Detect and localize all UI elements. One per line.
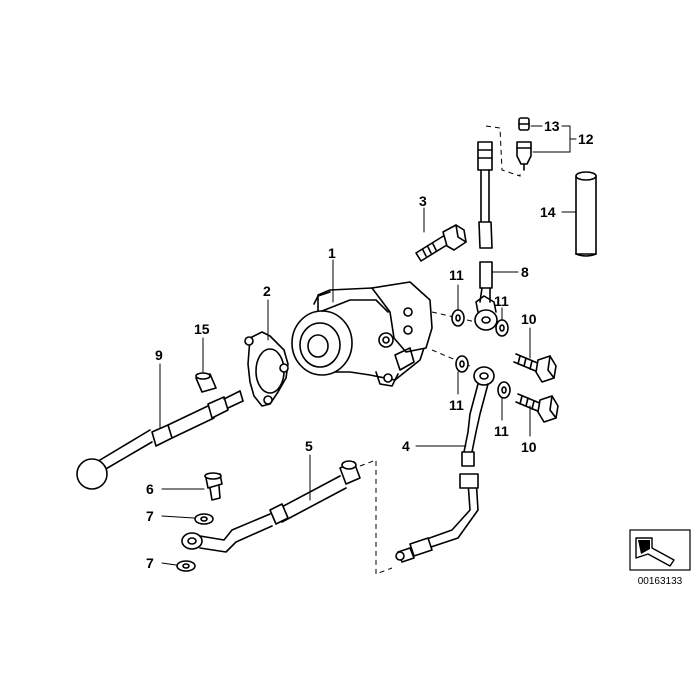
part-11-washer-d bbox=[497, 381, 511, 399]
part-7-washer-bottom bbox=[176, 560, 196, 572]
upper-line-assembly bbox=[474, 141, 498, 331]
label-2: 2 bbox=[263, 283, 271, 299]
part-10-bolt-upper bbox=[513, 353, 557, 383]
label-7b: 7 bbox=[146, 555, 154, 571]
part-13-cap bbox=[518, 117, 530, 131]
part-9-pushrod bbox=[76, 390, 244, 490]
label-11b: 11 bbox=[494, 293, 509, 309]
leader-7a bbox=[161, 515, 195, 519]
part-3-bolt bbox=[415, 224, 467, 262]
part-11-washer-a bbox=[451, 309, 465, 327]
part-15-sleeve bbox=[195, 372, 217, 393]
label-11d: 11 bbox=[494, 423, 509, 439]
part-2-gasket bbox=[244, 331, 289, 407]
label-11a: 11 bbox=[449, 267, 464, 283]
reference-box: 00163133 bbox=[629, 529, 691, 587]
part-5-hose bbox=[269, 460, 361, 525]
label-1: 1 bbox=[328, 245, 336, 261]
part-4-brake-line bbox=[395, 366, 495, 563]
label-5: 5 bbox=[305, 438, 313, 454]
banjo-fitting-lower bbox=[181, 513, 273, 553]
part-14-tube bbox=[575, 171, 597, 257]
label-10b: 10 bbox=[521, 439, 537, 455]
part-11-washer-c bbox=[455, 355, 469, 373]
part-10-bolt-lower bbox=[515, 393, 559, 423]
label-3: 3 bbox=[419, 193, 427, 209]
label-8: 8 bbox=[521, 264, 529, 280]
leader-7b bbox=[161, 562, 177, 566]
label-12: 12 bbox=[578, 131, 594, 147]
diagonal-arrow-icon bbox=[635, 537, 675, 567]
label-11c: 11 bbox=[449, 397, 464, 413]
dashed-guide-5 bbox=[359, 459, 393, 575]
label-13: 13 bbox=[544, 118, 560, 134]
label-15: 15 bbox=[194, 321, 210, 337]
label-14: 14 bbox=[540, 204, 556, 220]
label-4: 4 bbox=[402, 438, 410, 454]
label-6: 6 bbox=[146, 481, 154, 497]
dashed-guide-12 bbox=[485, 125, 521, 177]
part-7-washer-top bbox=[194, 513, 214, 525]
reference-number: 00163133 bbox=[638, 576, 683, 587]
part-6-screw bbox=[204, 472, 223, 501]
label-9: 9 bbox=[155, 347, 163, 363]
label-10a: 10 bbox=[521, 311, 537, 327]
label-7a: 7 bbox=[146, 508, 154, 524]
part-1-housing bbox=[291, 281, 433, 387]
part-11-washer-b bbox=[495, 319, 509, 337]
part-12-fitting bbox=[516, 141, 532, 171]
